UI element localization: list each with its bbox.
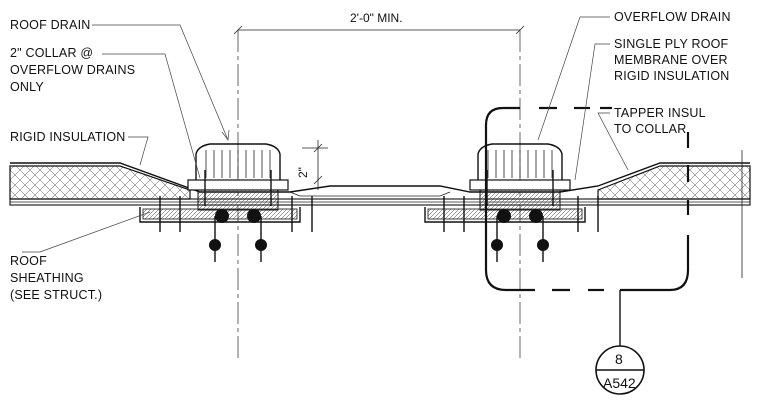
- detail-tag-number: 8: [615, 351, 623, 367]
- sheathing-label-line-2: SHEATHING: [10, 271, 84, 285]
- overflow-drain-right: [443, 143, 599, 262]
- collar-height-dimension: 2": [296, 140, 328, 190]
- detail-callout-boundary: [484, 106, 690, 346]
- collar-label-line-2: OVERFLOW DRAINS: [10, 63, 135, 77]
- membrane-label-line-1: SINGLE PLY ROOF: [614, 37, 729, 51]
- collar-label-line-3: ONLY: [10, 80, 44, 94]
- roof-sheathing: [9, 198, 751, 206]
- roof-membrane: [10, 162, 750, 193]
- tapper-label-line-1: TAPPER INSUL: [614, 106, 706, 120]
- collar-height-text: 2": [296, 167, 310, 178]
- overflow-drain-label: OVERFLOW DRAIN: [614, 10, 731, 24]
- membrane-label-line-2: MEMBRANE OVER: [614, 53, 728, 67]
- collar-label-line-1: 2" COLLAR @: [10, 46, 93, 60]
- rigid-insulation-left: [9, 165, 191, 200]
- detail-tag: 8 A542: [595, 345, 645, 395]
- rigid-insulation-right: [597, 165, 751, 200]
- sheathing-label-line-1: ROOF: [10, 254, 47, 268]
- detail-tag-sheet: A542: [603, 375, 636, 391]
- spacing-dimension-text: 2'-0" MIN.: [350, 11, 403, 25]
- membrane-label-line-3: RIGID INSULATION: [614, 69, 729, 83]
- spacing-dimension: 2'-0" MIN.: [233, 11, 525, 35]
- roof-drain-label: ROOF DRAIN: [10, 18, 90, 32]
- roof-drain-left: [159, 143, 313, 262]
- sheathing-label-line-3: (SEE STRUCT.): [10, 288, 102, 302]
- rigid-insulation-label: RIGID INSULATION: [10, 130, 125, 144]
- tapper-label-line-2: TO COLLAR: [614, 122, 686, 136]
